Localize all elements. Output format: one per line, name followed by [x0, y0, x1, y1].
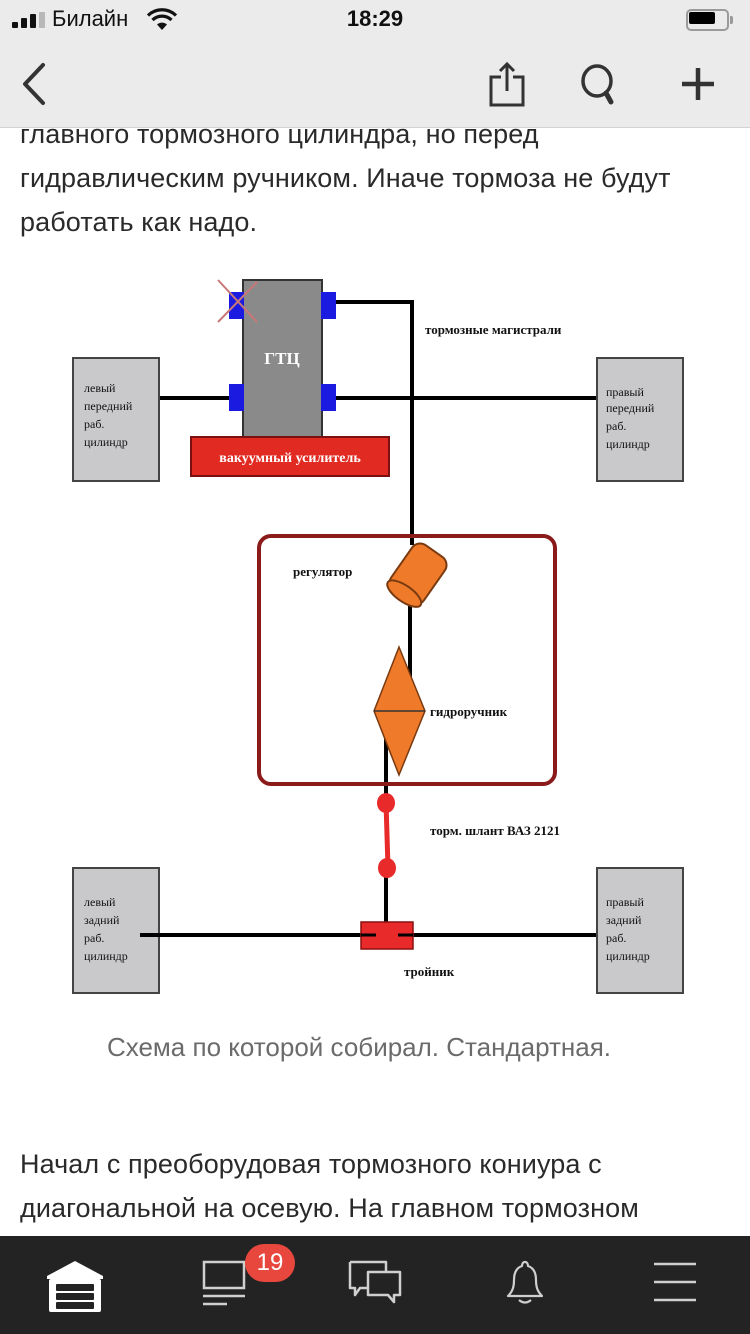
carrier-name: Билайн: [52, 6, 129, 31]
brake-hose: [383, 801, 391, 869]
handbrake-frame: [257, 534, 557, 786]
tab-feed[interactable]: [150, 1236, 300, 1334]
add-button[interactable]: [668, 40, 728, 128]
svg-text:цилиндр: цилиндр: [84, 435, 128, 449]
battery-level: [689, 12, 715, 24]
svg-text:цилиндр: цилиндр: [606, 437, 650, 451]
port: [321, 292, 336, 319]
tee-label: тройник: [404, 964, 455, 979]
tab-menu[interactable]: [600, 1236, 750, 1334]
garage-icon: [47, 1261, 103, 1312]
nav-bar: [0, 40, 750, 128]
master-cylinder-label: ГТЦ: [264, 349, 299, 368]
battery-icon: [686, 9, 734, 31]
share-icon: [489, 61, 525, 107]
cross-mark-icon: [217, 279, 258, 323]
booster-label: вакуумный усилитель: [219, 451, 361, 466]
regulator-label: регулятор: [293, 564, 352, 579]
brake-lines-label: тормозные магистрали: [425, 322, 562, 337]
svg-text:раб.: раб.: [84, 931, 104, 945]
chat-icon: [348, 1260, 402, 1304]
svg-text:задний: задний: [606, 913, 642, 927]
feed-icon: [202, 1260, 246, 1306]
front-left-cylinder-label: левый передний раб. цилиндр: [84, 381, 133, 449]
hydro-handbrake-label: гидроручник: [430, 704, 508, 719]
bell-icon: [506, 1260, 544, 1304]
tab-messages[interactable]: [300, 1236, 450, 1334]
chevron-left-icon: [23, 63, 45, 105]
svg-text:раб.: раб.: [606, 419, 626, 433]
status-bar: Билайн 18:29: [0, 0, 750, 40]
menu-icon: [654, 1262, 696, 1302]
brake-lines: [140, 300, 605, 937]
share-button[interactable]: [477, 40, 537, 128]
svg-text:правый: правый: [606, 385, 644, 399]
hose-end: [377, 793, 395, 813]
article-paragraph: главного тормозного цилиндра, но перед г…: [20, 119, 671, 237]
rear-right-cylinder: [596, 867, 684, 994]
svg-text:раб.: раб.: [84, 417, 104, 431]
port: [229, 384, 244, 411]
front-right-cylinder: [596, 357, 684, 482]
port: [321, 384, 336, 411]
brake-diagram-image[interactable]: ГТЦ вакуумный усилитель тормозные магист…: [0, 260, 750, 1010]
svg-text:задний: задний: [84, 913, 120, 927]
search-icon: [581, 64, 614, 105]
svg-text:левый: левый: [84, 381, 116, 395]
back-button[interactable]: [4, 40, 64, 128]
rear-left-cylinder: [72, 867, 160, 994]
image-caption: Схема по которой собирал. Стандартная.: [106, 1032, 612, 1062]
svg-text:передний: передний: [84, 399, 133, 413]
hose-end: [378, 858, 396, 878]
vacuum-booster: [190, 436, 390, 477]
svg-text:раб.: раб.: [606, 931, 626, 945]
svg-text:правый: правый: [606, 895, 644, 909]
search-button[interactable]: [569, 40, 629, 128]
svg-text:передний: передний: [606, 401, 655, 415]
plus-icon: [682, 68, 714, 100]
notification-badge: 19: [245, 1244, 295, 1282]
hose-label: торм. шлант ВАЗ 2121: [430, 823, 560, 838]
svg-text:цилиндр: цилиндр: [84, 949, 128, 963]
tab-garage[interactable]: [0, 1236, 150, 1334]
front-right-cylinder-label: правый передний раб. цилиндр: [606, 385, 655, 451]
master-cylinder: [242, 279, 323, 439]
svg-text:цилиндр: цилиндр: [606, 949, 650, 963]
bottom-tab-bar: 19: [0, 1236, 750, 1334]
regulator-component: [386, 542, 448, 608]
wifi-icon: [146, 8, 178, 30]
signal-icon: [12, 12, 48, 28]
rear-left-cylinder-label: левый задний раб. цилиндр: [84, 895, 128, 963]
svg-text:левый: левый: [84, 895, 116, 909]
article-paragraph: Начал с преоборудовая тормозного кониура…: [20, 1149, 639, 1223]
line-gtc-to-regulator: [335, 300, 414, 545]
brake-diagram-svg: ГТЦ вакуумный усилитель тормозные магист…: [72, 279, 684, 994]
front-left-cylinder: [72, 357, 160, 482]
rear-right-cylinder-label: правый задний раб. цилиндр: [606, 895, 650, 963]
tab-notifications[interactable]: [450, 1236, 600, 1334]
